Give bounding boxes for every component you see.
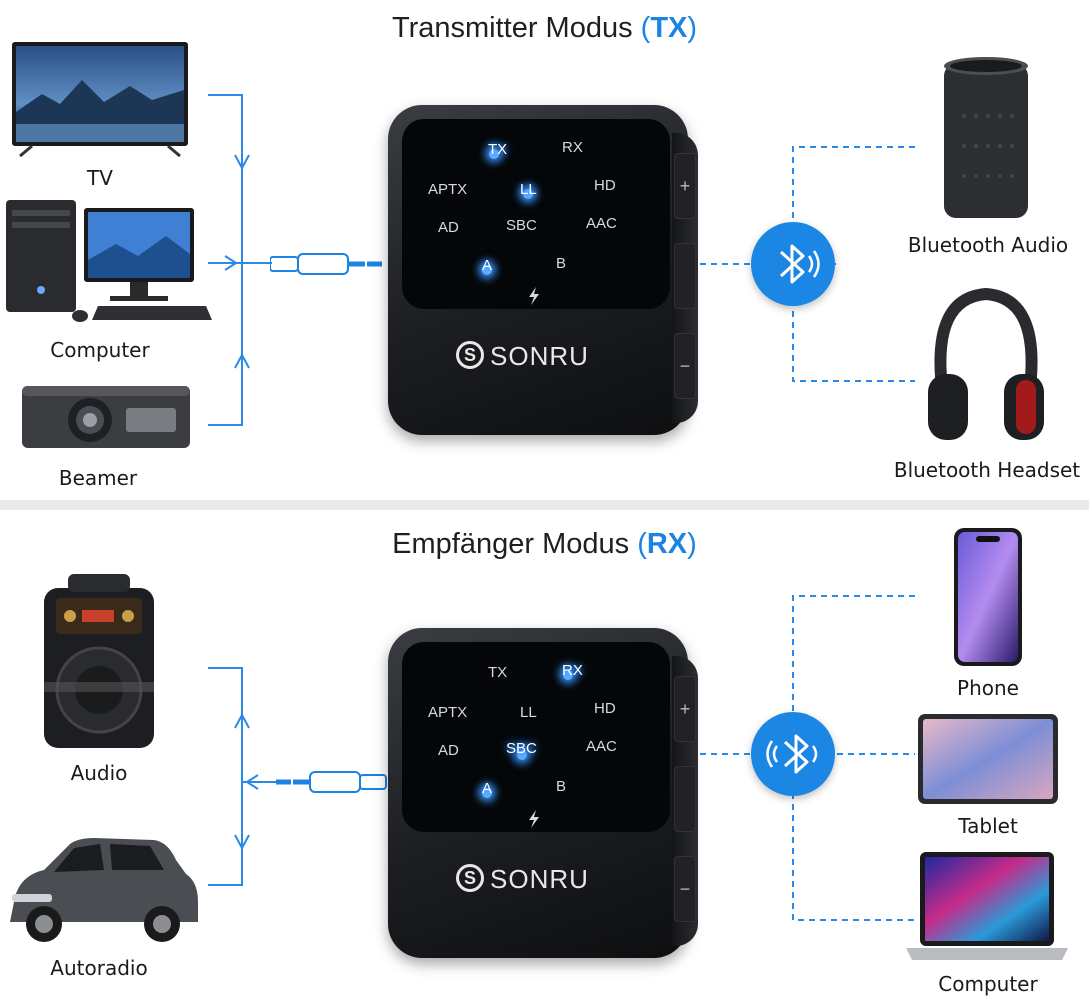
car-icon [10,838,198,942]
output-label-phone: Phone [957,676,1019,700]
power-icon [529,287,539,305]
tx-title-text: Transmitter Modus [391,12,641,44]
bluetooth-button [751,222,835,306]
tx-panel: Transmitter Modus (TX) TV [0,0,1089,500]
rx-title-text: Empfänger Modus [392,528,638,560]
rx-led [563,670,573,680]
brand-name: SONRU [490,341,589,371]
headphones-icon [928,287,1044,440]
screen-aac: AAC [586,215,617,232]
volume-up-button[interactable]: + [674,676,696,742]
projector-icon [22,386,190,448]
screen-ad: AD [438,742,459,759]
a-led [482,788,492,798]
screen-a: A [482,780,493,797]
rx-panel: Empfänger Modus (RX) Audio [0,510,1089,1000]
brand-logo: S [456,341,484,369]
rx-title: Empfänger Modus (RX) [0,528,1089,561]
output-label-bluetooth-audio: Bluetooth Audio [907,233,1069,257]
audio-jack-icon [270,253,382,275]
screen-sbc: SBC [506,217,537,234]
screen-tx: TX [488,664,508,681]
device-screen: TX RX APTX LL HD AD SBC AAC A B [402,642,670,832]
screen-aac: AAC [586,738,617,755]
play-pause-button[interactable] [674,243,696,309]
screen-sbc: SBC [506,740,537,757]
tx-device: + − TX RX APTX LL HD AD SBC AAC A B S SO… [388,105,698,435]
rx-title-code: RX [646,528,688,560]
tx-title: Transmitter Modus (TX) [0,12,1089,45]
tx-title-close: ) [687,12,698,44]
screen-tx: TX [488,141,508,158]
tx-title-open: ( [640,12,651,44]
sbc-led [517,750,527,760]
rx-title-close: ) [687,528,697,560]
screen-ll: LL [520,704,537,721]
laptop-icon [906,852,1068,960]
screen-ad: AD [438,219,459,236]
volume-up-button[interactable]: + [674,153,696,219]
screen-ll: LL [520,181,537,198]
tv-icon [12,42,188,157]
audio-jack-icon [276,771,387,793]
power-icon [529,810,539,828]
screen-a: A [482,257,493,274]
computer-icon [6,200,212,322]
device-screen: TX RX APTX LL HD AD SBC AAC A B [402,119,670,309]
tx-led [489,149,499,159]
volume-down-button[interactable]: − [674,333,696,399]
play-pause-button[interactable] [674,766,696,832]
bluetooth-icon [779,244,820,284]
volume-down-button[interactable]: − [674,856,696,922]
screen-rx: RX [562,662,583,679]
tx-title-code: TX [650,12,688,44]
screen-b: B [556,255,567,272]
rx-title-open: ( [637,528,647,560]
source-label-computer: Computer [50,338,150,362]
source-label-audio: Audio [70,761,128,785]
phone-icon [954,528,1022,666]
output-label-bluetooth-headset: Bluetooth Headset [893,458,1081,482]
screen-aptx: APTX [428,181,468,198]
brand-logo: S [456,864,484,892]
brand-name: SONRU [490,864,589,894]
output-label-computer: Computer [938,972,1038,996]
bluetooth-icon [766,734,818,774]
device-side: + − [672,133,698,423]
source-label-autoradio: Autoradio [50,956,148,980]
ll-led [523,189,533,199]
source-label-beamer: Beamer [58,466,138,490]
rx-device: + − TX RX APTX LL HD AD SBC AAC A B S SO… [388,628,698,958]
tablet-icon [918,714,1058,804]
source-label-tv: TV [87,166,113,190]
screen-hd: HD [594,700,616,717]
screen-rx: RX [562,139,583,156]
screen-aptx: APTX [428,704,468,721]
speaker-icon [944,57,1028,218]
screen-hd: HD [594,177,616,194]
device-side: + − [672,656,698,946]
party-speaker-icon [44,574,154,748]
bluetooth-button [751,712,835,796]
screen-b: B [556,778,567,795]
output-label-tablet: Tablet [958,814,1018,838]
a-led [482,265,492,275]
